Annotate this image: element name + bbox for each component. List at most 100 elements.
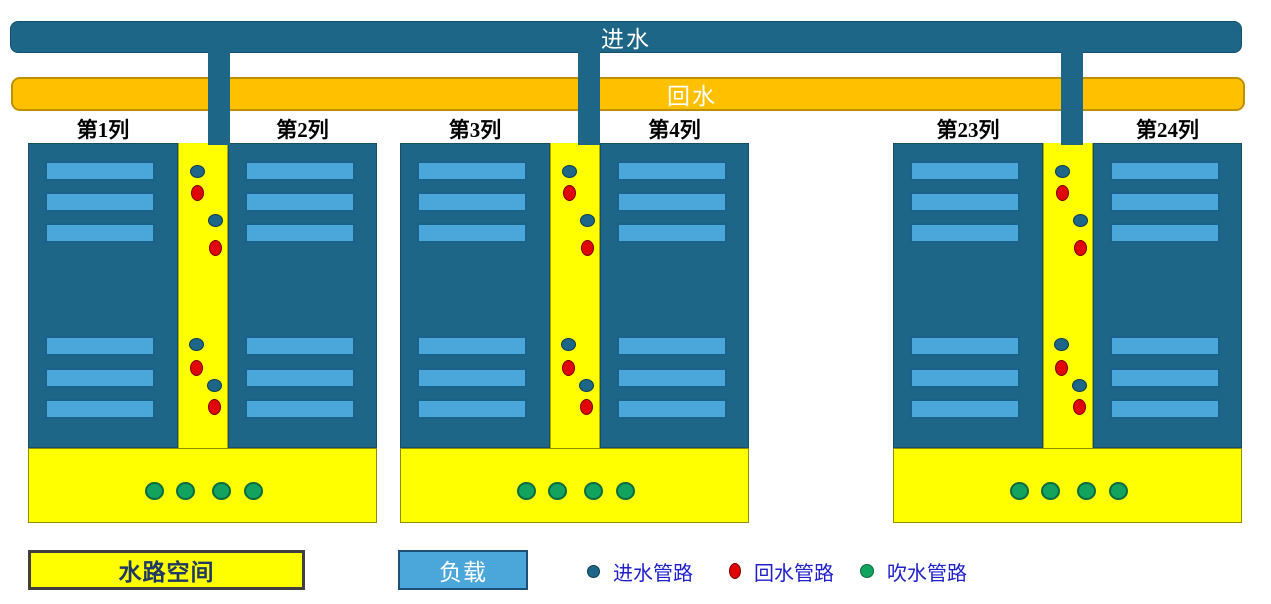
blow-pipe-dot-icon <box>860 564 874 578</box>
load-unit <box>45 336 155 356</box>
water-space-strip <box>28 448 377 523</box>
inlet-connector-pipe <box>1061 52 1083 145</box>
inlet-pipe-dot <box>1055 165 1070 178</box>
legend-item-label: 进水管路 <box>613 562 693 585</box>
blow-pipe-dot <box>1010 482 1029 500</box>
rack-block <box>400 143 550 448</box>
load-unit <box>245 161 355 181</box>
blow-pipe-dot <box>584 482 603 500</box>
return-pipe-dot <box>580 399 593 415</box>
inlet-pipe-dot <box>580 214 595 227</box>
load-unit <box>245 336 355 356</box>
load-unit <box>45 161 155 181</box>
water-space-strip <box>893 448 1242 523</box>
legend-item-inlet: 进水管路 <box>587 556 693 586</box>
legend-item-blow: 吹水管路 <box>860 556 967 586</box>
legend-water-space-box: 水路空间 <box>28 550 305 590</box>
load-unit <box>1110 192 1220 212</box>
load-unit <box>1110 368 1220 388</box>
return-pipe-dot-icon <box>729 563 741 579</box>
inlet-pipe-dot <box>208 214 223 227</box>
load-unit <box>910 192 1020 212</box>
rack-block <box>1093 143 1242 448</box>
load-unit <box>245 192 355 212</box>
load-unit <box>617 192 727 212</box>
inlet-pipe-dot <box>1054 338 1069 351</box>
water-space-strip <box>400 448 749 523</box>
return-pipe-dot <box>191 185 204 201</box>
column-label: 第4列 <box>648 118 701 142</box>
load-unit <box>617 368 727 388</box>
load-unit <box>45 399 155 419</box>
load-unit <box>245 399 355 419</box>
load-unit <box>617 223 727 243</box>
return-pipe-dot <box>1073 399 1086 415</box>
inlet-pipe-dot <box>189 338 204 351</box>
column-group-1: 第1列 第2列 <box>28 118 377 530</box>
blow-pipe-dot <box>548 482 567 500</box>
load-unit <box>910 368 1020 388</box>
return-pipe-dot <box>563 185 576 201</box>
load-unit <box>45 192 155 212</box>
load-unit <box>1110 336 1220 356</box>
inlet-pipe-dot <box>561 338 576 351</box>
inlet-pipe-dot <box>1072 379 1087 392</box>
return-pipe-dot <box>562 360 575 376</box>
inlet-pipe-dot <box>579 379 594 392</box>
return-pipe-dot <box>208 399 221 415</box>
column-label: 第1列 <box>76 118 130 142</box>
load-unit <box>617 399 727 419</box>
water-channel <box>1043 143 1093 448</box>
legend-item-return: 回水管路 <box>729 556 834 586</box>
load-unit <box>417 223 527 243</box>
return-pipe-dot <box>1055 360 1068 376</box>
column-label: 第23列 <box>936 118 1000 142</box>
rack-block <box>228 143 377 448</box>
rack-block <box>893 143 1043 448</box>
water-channel <box>178 143 228 448</box>
legend-item-label: 回水管路 <box>754 562 834 585</box>
blow-pipe-dot <box>1077 482 1096 500</box>
rack-block <box>28 143 178 448</box>
load-unit <box>417 336 527 356</box>
return-pipe-dot <box>1056 185 1069 201</box>
blow-pipe-dot <box>212 482 231 500</box>
inlet-pipe-dot <box>207 379 222 392</box>
column-label: 第24列 <box>1136 118 1199 142</box>
load-unit <box>417 399 527 419</box>
load-unit <box>1110 399 1220 419</box>
inlet-pipe-dot <box>1073 214 1088 227</box>
load-unit <box>910 161 1020 181</box>
column-label: 第3列 <box>448 118 502 142</box>
inlet-pipe-dot <box>190 165 205 178</box>
load-unit <box>417 192 527 212</box>
inlet-water-pipe-bar: 进水 <box>10 21 1242 53</box>
return-water-pipe-bar: 回水 <box>11 77 1245 111</box>
load-unit <box>910 399 1020 419</box>
inlet-pipe-dot <box>562 165 577 178</box>
inlet-water-label: 进水 <box>601 27 651 52</box>
load-unit <box>417 161 527 181</box>
inlet-connector-pipe <box>208 52 230 145</box>
blow-pipe-dot <box>616 482 635 500</box>
load-unit <box>910 336 1020 356</box>
load-unit <box>910 223 1020 243</box>
load-unit <box>617 336 727 356</box>
blow-pipe-dot <box>145 482 164 500</box>
column-group-2: 第3列 第4列 <box>400 118 749 530</box>
load-unit <box>417 368 527 388</box>
inlet-connector-pipe <box>578 52 600 145</box>
load-unit <box>1110 223 1220 243</box>
load-unit <box>245 368 355 388</box>
load-unit <box>245 223 355 243</box>
load-unit <box>617 161 727 181</box>
load-unit <box>45 223 155 243</box>
column-group-3: 第23列 第24列 <box>893 118 1242 530</box>
load-unit <box>45 368 155 388</box>
return-pipe-dot <box>190 360 203 376</box>
column-label: 第2列 <box>276 118 329 142</box>
return-pipe-dot <box>1074 240 1087 256</box>
load-unit <box>1110 161 1220 181</box>
legend-item-label: 吹水管路 <box>887 562 967 585</box>
